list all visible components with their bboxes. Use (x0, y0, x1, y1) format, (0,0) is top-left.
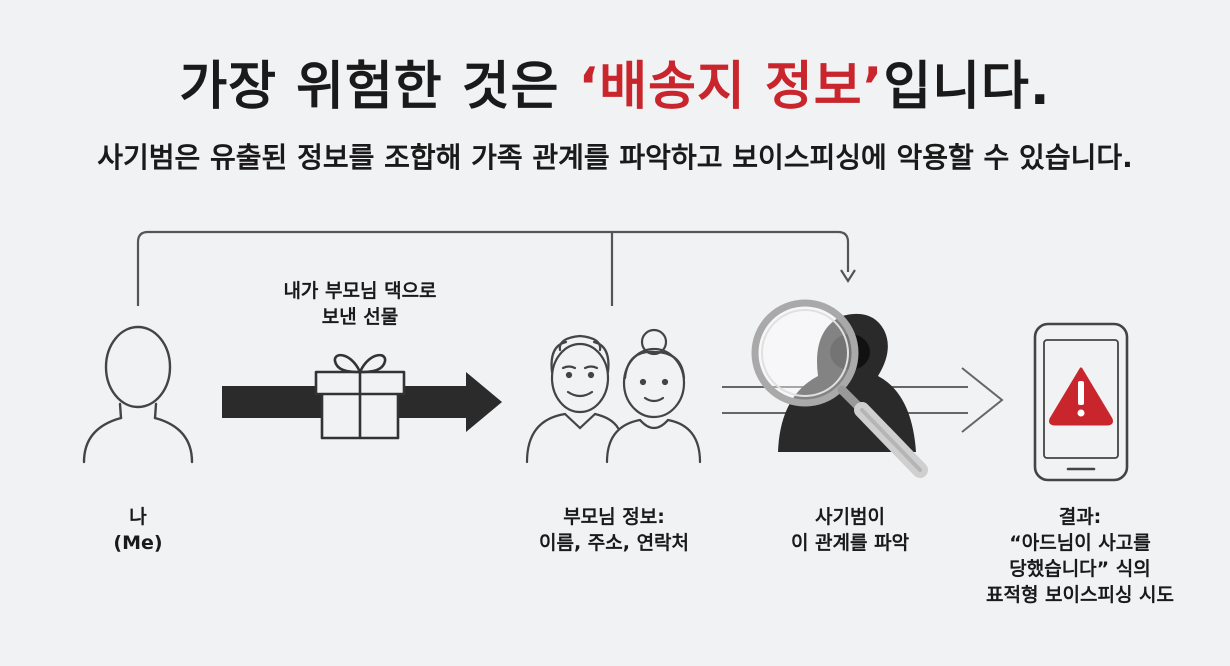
node-parents-line1: 부모님 정보: (563, 506, 665, 528)
node-me-line2: (Me) (113, 532, 163, 554)
title-prefix: 가장 위험한 것은 (179, 57, 579, 117)
gift-label-line1: 내가 부모님 댁으로 (283, 280, 437, 302)
gift-icon (314, 353, 406, 440)
parents-icon (525, 328, 702, 464)
node-result-line1: 결과: (1058, 506, 1102, 528)
warning-icon (1049, 367, 1113, 426)
title-suffix: 입니다. (883, 57, 1051, 117)
node-result-line4: 표적형 보이스피싱 시도 (985, 584, 1175, 606)
person-icon (82, 325, 194, 464)
node-me-label: 나 (Me) (58, 504, 218, 556)
magnifier-icon (751, 299, 928, 478)
page-title: 가장 위험한 것은 ‘배송지 정보’입니다. (0, 52, 1230, 122)
gift-label: 내가 부모님 댁으로 보낸 선물 (250, 278, 470, 330)
title-highlight: ‘배송지 정보’ (578, 57, 884, 117)
node-scammer-line1: 사기범이 (815, 506, 885, 528)
node-parents-label: 부모님 정보: 이름, 주소, 연락처 (506, 504, 722, 556)
node-scammer-line2: 이 관계를 파악 (790, 532, 910, 554)
node-me-line1: 나 (129, 506, 147, 528)
phone-icon (1033, 322, 1129, 482)
page-subtitle: 사기범은 유출된 정보를 조합해 가족 관계를 파악하고 보이스피싱에 악용할 … (97, 141, 1133, 174)
gift-label-line2: 보낸 선물 (321, 306, 399, 328)
connector-bracket (136, 230, 850, 306)
node-result-line3: 당했습니다” 식의 (1009, 558, 1151, 580)
node-result-line2: “아드님이 사고를 (1009, 532, 1151, 554)
node-result-label: 결과: “아드님이 사고를 당했습니다” 식의 표적형 보이스피싱 시도 (960, 504, 1200, 608)
connector-arrowhead (840, 269, 856, 284)
node-parents-line2: 이름, 주소, 연락처 (538, 532, 690, 554)
node-scammer-label: 사기범이 이 관계를 파악 (760, 504, 940, 556)
